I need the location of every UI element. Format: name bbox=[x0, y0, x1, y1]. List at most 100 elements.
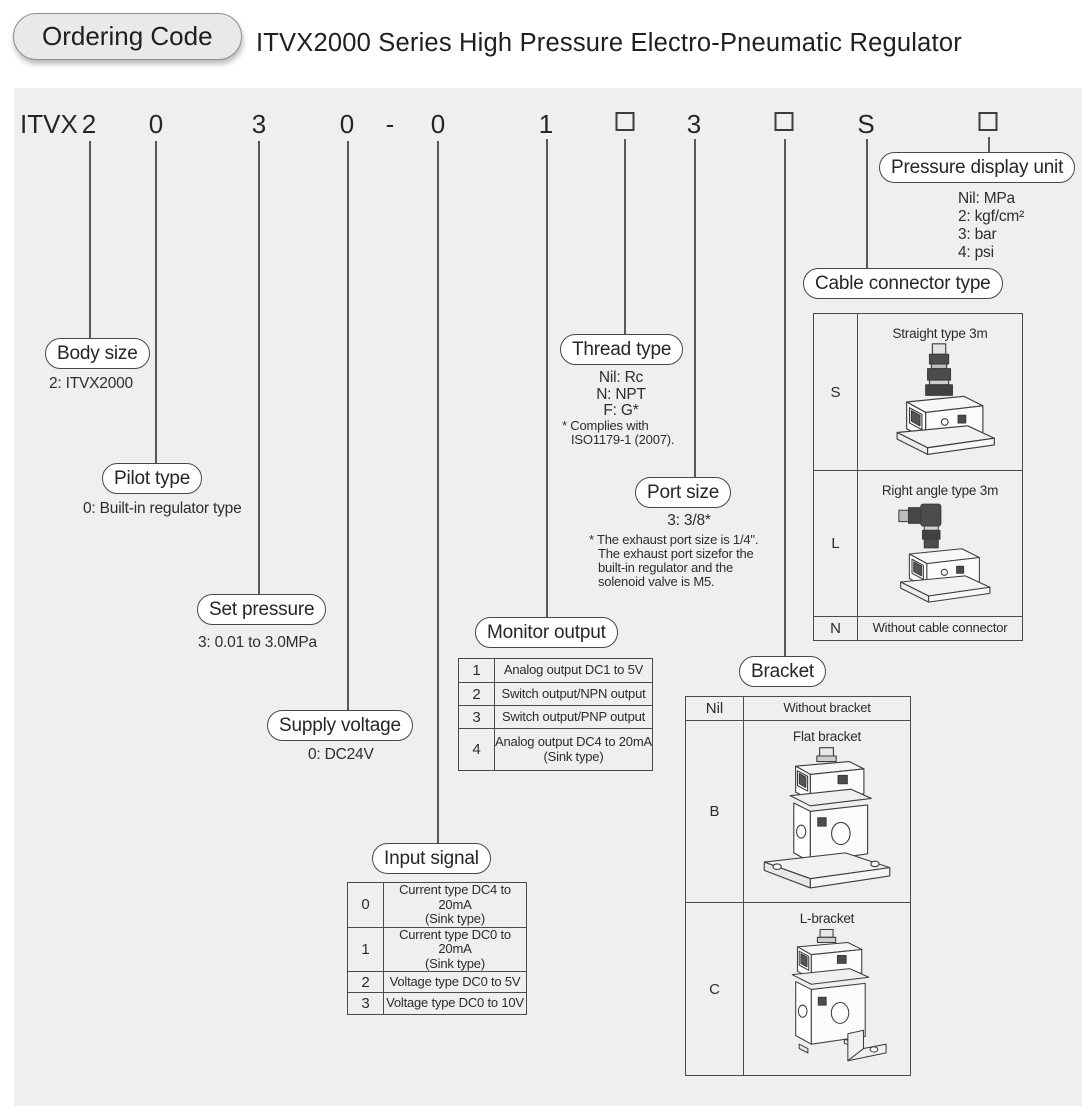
code-letter-cable-connector: S bbox=[857, 109, 875, 139]
monitor-output-table: 1 Analog output DC1 to 5V 2 Switch outpu… bbox=[458, 658, 653, 771]
monitor-output-desc: Analog output DC4 to 20mA (Sink type) bbox=[494, 728, 653, 771]
thread-type-note: * Complies with ISO1179-1 (2007). bbox=[562, 418, 675, 447]
monitor-output-desc-line: Analog output DC4 to 20mA bbox=[495, 734, 652, 749]
pressure-display-option: Nil: MPa bbox=[958, 190, 1015, 207]
callout-input-signal: Input signal bbox=[372, 843, 491, 874]
thread-type-note-line: * Complies with bbox=[562, 418, 649, 433]
code-box-bracket bbox=[774, 112, 794, 131]
leader-line-bracket bbox=[784, 139, 786, 656]
input-signal-desc-line: (Sink type) bbox=[425, 955, 485, 971]
port-size-note-line: The exhaust port sizefor the bbox=[598, 546, 754, 561]
thread-type-option: Nil: Rc bbox=[598, 369, 644, 386]
table-row: C L-bracket bbox=[685, 902, 911, 1076]
monitor-output-code: 4 bbox=[458, 728, 495, 771]
callout-supply-voltage: Supply voltage bbox=[267, 710, 413, 741]
leader-line-thread-type bbox=[624, 139, 626, 334]
right-angle-connector-cell: Right angle type 3m bbox=[859, 478, 1022, 610]
monitor-output-code: 3 bbox=[458, 705, 495, 729]
monitor-output-code: 1 bbox=[458, 658, 495, 683]
pressure-display-options: Nil: MPa 2: kgf/cm² 3: bar 4: psi bbox=[958, 190, 1024, 262]
monitor-output-code: 2 bbox=[458, 682, 495, 706]
table-row: N Without cable connector bbox=[813, 616, 1023, 641]
bracket-desc-cell: L-bracket bbox=[743, 902, 911, 1076]
cable-connector-desc-cell: Right angle type 3m bbox=[857, 470, 1023, 617]
leader-line-set-pressure bbox=[258, 141, 260, 594]
code-prefix: ITVX bbox=[20, 109, 78, 139]
bracket-code: C bbox=[685, 902, 744, 1076]
pressure-display-option: 4: psi bbox=[958, 244, 994, 261]
input-signal-code: 1 bbox=[347, 926, 384, 972]
flat-bracket-cell: Flat bracket bbox=[745, 724, 910, 899]
callout-thread-type: Thread type bbox=[560, 334, 684, 365]
leader-line-port-size bbox=[694, 139, 696, 477]
input-signal-desc: Current type DC4 to 20mA (Sink type) bbox=[383, 882, 527, 928]
code-digit-monitor-output: 1 bbox=[538, 109, 554, 139]
cable-connector-desc-cell: Straight type 3m bbox=[857, 313, 1023, 471]
code-digit-supply-voltage: 0 bbox=[339, 109, 355, 139]
callout-monitor-output: Monitor output bbox=[475, 617, 618, 648]
monitor-output-desc: Switch output/PNP output bbox=[494, 705, 653, 729]
l-bracket-cell: L-bracket bbox=[745, 906, 910, 1072]
table-row: 3 Voltage type DC0 to 10V bbox=[347, 992, 527, 1015]
leader-line-monitor-output bbox=[546, 139, 548, 617]
bracket-desc-cell: Flat bracket bbox=[743, 720, 911, 903]
callout-set-pressure: Set pressure bbox=[197, 594, 327, 625]
callout-pressure-display: Pressure display unit bbox=[879, 152, 1076, 183]
cable-connector-code: L bbox=[813, 470, 858, 617]
bracket-desc: Flat bracket bbox=[792, 729, 862, 744]
supply-voltage-value: 0: DC24V bbox=[308, 746, 374, 763]
code-digit-set-pressure: 3 bbox=[251, 109, 267, 139]
callout-pilot-type: Pilot type bbox=[102, 463, 203, 494]
leader-line-body-size bbox=[89, 141, 91, 338]
regulator-right-angle-cable-illustration bbox=[898, 503, 991, 603]
port-size-note-line: solenoid valve is M5. bbox=[598, 574, 715, 589]
callout-bracket: Bracket bbox=[739, 656, 827, 687]
page-title: ITVX2000 Series High Pressure Electro-Pn… bbox=[256, 29, 962, 57]
monitor-output-desc: Switch output/NPN output bbox=[494, 682, 653, 706]
code-digit-port-size: 3 bbox=[686, 109, 702, 139]
thread-type-option: F: G* bbox=[603, 402, 639, 419]
pressure-display-option: 3: bar bbox=[958, 226, 997, 243]
monitor-output-desc-line: (Sink type) bbox=[543, 748, 604, 764]
port-size-note-line: * The exhaust port size is 1/4". bbox=[589, 532, 759, 547]
input-signal-desc: Voltage type DC0 to 10V bbox=[383, 992, 527, 1015]
callout-cable-connector: Cable connector type bbox=[803, 268, 1003, 299]
code-digit-input-signal: 0 bbox=[430, 109, 446, 139]
table-row: 0 Current type DC4 to 20mA (Sink type) bbox=[347, 882, 527, 928]
input-signal-desc: Current type DC0 to 20mA (Sink type) bbox=[383, 926, 527, 972]
thread-type-option: N: NPT bbox=[596, 385, 646, 403]
leader-line-pressure-display bbox=[988, 137, 990, 152]
leader-line-pilot-type bbox=[155, 141, 157, 463]
table-row: Nil Without bracket bbox=[685, 696, 911, 721]
table-row: 3 Switch output/PNP output bbox=[458, 705, 653, 729]
bracket-desc: L-bracket bbox=[799, 911, 855, 926]
regulator-l-bracket-illustration bbox=[791, 928, 887, 1062]
bracket-table: Nil Without bracket B Flat bracket bbox=[685, 696, 911, 1076]
set-pressure-value: 3: 0.01 to 3.0MPa bbox=[198, 634, 317, 651]
pressure-display-option: 2: kgf/cm² bbox=[958, 208, 1025, 225]
cable-connector-desc: Straight type 3m bbox=[892, 326, 988, 341]
leader-line-cable-connector bbox=[866, 139, 868, 268]
table-row: 2 Voltage type DC0 to 5V bbox=[347, 971, 527, 993]
body-size-value: 2: ITVX2000 bbox=[49, 375, 133, 392]
input-signal-code: 3 bbox=[347, 992, 384, 1015]
regulator-flat-bracket-illustration bbox=[763, 747, 891, 889]
table-row: S Straight type 3m bbox=[813, 313, 1023, 471]
code-box-pressure-display bbox=[978, 112, 998, 131]
thread-type-note-line: ISO1179-1 (2007). bbox=[571, 432, 675, 447]
table-row: B Flat bracket bbox=[685, 720, 911, 903]
ordering-code-badge: Ordering Code bbox=[13, 13, 242, 60]
input-signal-table: 0 Current type DC4 to 20mA (Sink type) 1… bbox=[347, 882, 527, 1015]
callout-port-size: Port size bbox=[635, 477, 732, 508]
straight-connector-cell: Straight type 3m bbox=[859, 321, 1022, 463]
cable-connector-table: S Straight type 3m bbox=[813, 313, 1023, 641]
table-row: 2 Switch output/NPN output bbox=[458, 682, 653, 706]
cable-connector-code: N bbox=[813, 616, 858, 641]
regulator-straight-cable-illustration bbox=[896, 343, 995, 455]
table-row: 1 Current type DC0 to 20mA (Sink type) bbox=[347, 926, 527, 972]
code-hyphen: - bbox=[385, 109, 395, 139]
input-signal-code: 0 bbox=[347, 882, 384, 928]
cable-connector-desc: Right angle type 3m bbox=[881, 482, 999, 498]
code-digit-body-size: 2 bbox=[81, 109, 97, 139]
